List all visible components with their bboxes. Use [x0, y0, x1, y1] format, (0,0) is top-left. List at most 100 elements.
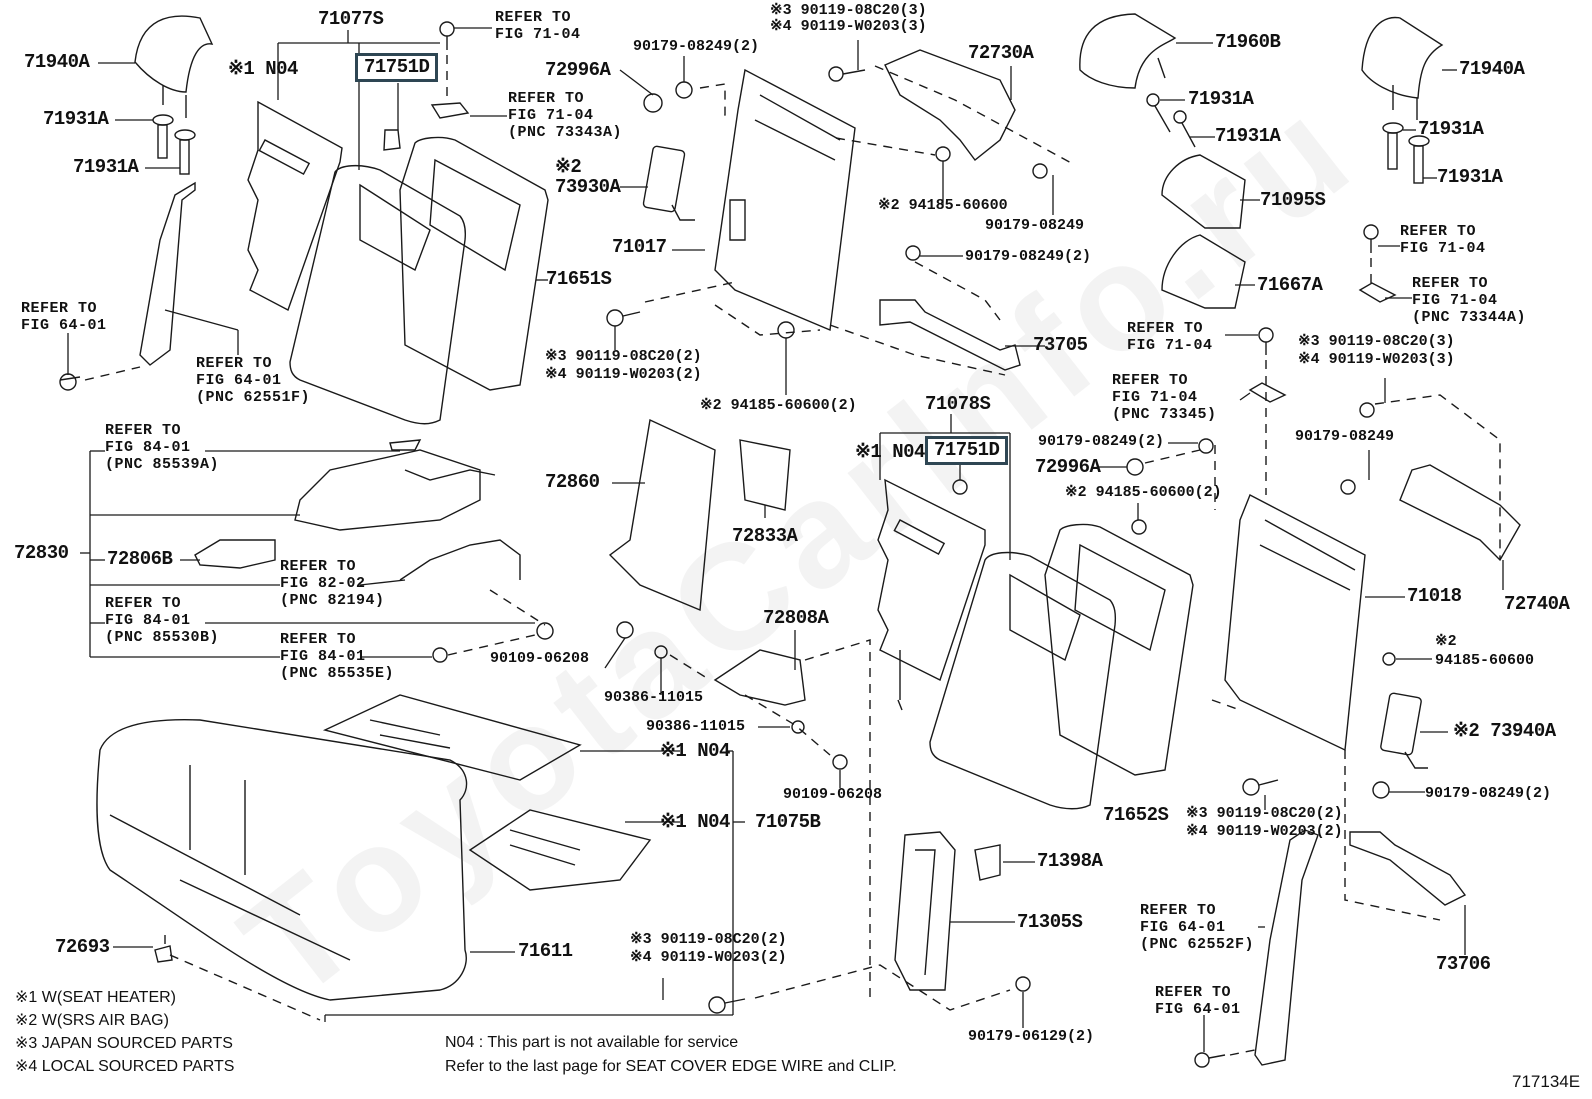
label-n04-c[interactable]: ※1 N04 [660, 740, 730, 762]
refer-fig-71-04-pnc-73343A[interactable]: REFER TO FIG 71-04 (PNC 73343A) [508, 90, 623, 141]
legend-item: ※3 JAPAN SOURCED PARTS [15, 1032, 234, 1055]
guide-71931A-mid [1146, 93, 1196, 148]
label-73940A[interactable]: ※2 73940A [1453, 720, 1556, 742]
label-72808A[interactable]: 72808A [763, 607, 829, 629]
label-71931A-right-1[interactable]: 71931A [1418, 118, 1484, 140]
label-71751D-boxed-a[interactable]: 71751D [355, 53, 439, 82]
refer-fig-71-04-pnc-73345[interactable]: REFER TO FIG 71-04 (PNC 73345) [1112, 372, 1217, 423]
label-nut-90179-08249-f[interactable]: 90179-08249(2) [1425, 785, 1552, 802]
refer-fig-71-04-c[interactable]: REFER TO FIG 71-04 [1400, 223, 1486, 257]
label-71931A-left-1[interactable]: 71931A [43, 108, 109, 130]
label-71652S[interactable]: 71652S [1103, 804, 1169, 826]
label-71931A-mid-2[interactable]: 71931A [1215, 125, 1281, 147]
label-90179-06129[interactable]: 90179-06129(2) [968, 1028, 1095, 1045]
refer-fig-84-01-pnc-85530B[interactable]: REFER TO FIG 84-01 (PNC 85530B) [105, 595, 220, 646]
refer-fig-64-01-pnc-62551F[interactable]: REFER TO FIG 64-01 (PNC 62551F) [196, 355, 311, 406]
seat-cushion-71611 [96, 718, 468, 1001]
seatback-cover-71077S [289, 165, 467, 425]
label-nut-90179-08249-e[interactable]: 90179-08249 [1295, 428, 1395, 445]
fastener-90119-set-a[interactable]: ※3 90119-08C20(3) ※4 90119-W0203(3) [770, 2, 927, 35]
guide-71931A-left [152, 114, 196, 175]
label-94185-60600-d[interactable]: ※2 94185-60600 [1435, 633, 1535, 669]
label-nut-90179-08249-c[interactable]: 90179-08249(2) [965, 248, 1092, 265]
label-73706[interactable]: 73706 [1436, 953, 1491, 975]
hinge-72808A [713, 649, 806, 706]
label-72730A[interactable]: 72730A [968, 42, 1034, 64]
fastener-90119-set-d[interactable]: ※3 90119-08C20(2) ※4 90119-W0203(2) [1186, 805, 1343, 840]
refer-fig-64-01-a[interactable]: REFER TO FIG 64-01 [21, 300, 107, 334]
label-72830[interactable]: 72830 [14, 542, 69, 564]
label-71940A-right[interactable]: 71940A [1459, 58, 1525, 80]
refer-fig-64-01-pnc-62552F[interactable]: REFER TO FIG 64-01 (PNC 62552F) [1140, 902, 1255, 953]
nut-90179-08249-a [675, 81, 693, 99]
label-71651S[interactable]: 71651S [546, 268, 612, 290]
label-71751D-boxed-b[interactable]: 71751D [925, 436, 1009, 465]
headrest-71940A-right [1361, 16, 1444, 120]
fastener-90119-set-c[interactable]: ※3 90119-08C20(3) ※4 90119-W0203(3) [1298, 333, 1455, 368]
label-72693[interactable]: 72693 [55, 936, 110, 958]
clip-71751D-a [383, 129, 401, 151]
label-71398A[interactable]: 71398A [1037, 850, 1103, 872]
seatback-pad-71651S [399, 136, 549, 391]
label-94185-60600-b[interactable]: ※2 94185-60600(2) [700, 397, 857, 414]
legend-text: JAPAN SOURCED PARTS [41, 1035, 233, 1052]
side-garnish-right [1254, 829, 1319, 1066]
leader-lines [67, 27, 1504, 1052]
label-nut-90179-08249-d[interactable]: 90179-08249(2) [1038, 433, 1165, 450]
fastener-90119-set-b[interactable]: ※3 90119-08C20(2) ※4 90119-W0203(2) [545, 348, 702, 383]
label-71305S[interactable]: 71305S [1017, 911, 1083, 933]
label-71017[interactable]: 71017 [612, 236, 667, 258]
trim-72833A [739, 439, 791, 511]
label-71667A[interactable]: 71667A [1257, 274, 1323, 296]
label-90109-06208-a[interactable]: 90109-06208 [490, 650, 590, 667]
side-garnish-left [139, 181, 196, 366]
refer-fig-84-01-pnc-85539A[interactable]: REFER TO FIG 84-01 (PNC 85539A) [105, 422, 220, 473]
label-71940A-left[interactable]: 71940A [24, 51, 90, 73]
label-n04-a[interactable]: ※1 N04 [228, 58, 298, 80]
label-71931A-right-2[interactable]: 71931A [1437, 166, 1503, 188]
label-94185-60600-c[interactable]: ※2 94185-60600(2) [1065, 484, 1222, 501]
label-94185-60600-a[interactable]: ※2 94185-60600 [878, 197, 1008, 214]
label-71077S[interactable]: 71077S [318, 8, 384, 30]
heater-mat-n04-a [247, 100, 343, 311]
label-n04-b[interactable]: ※1 N04 [855, 441, 925, 463]
label-90109-06208-b[interactable]: 90109-06208 [783, 786, 883, 803]
seatback-frame-71018 [1224, 494, 1366, 752]
label-90386-11015-a[interactable]: 90386-11015 [604, 689, 704, 706]
label-nut-90179-08249-b[interactable]: 90179-08249 [985, 217, 1085, 234]
label-90386-11015-b[interactable]: 90386-11015 [646, 718, 746, 735]
label-72833A[interactable]: 72833A [732, 525, 798, 547]
label-71931A-mid-1[interactable]: 71931A [1188, 88, 1254, 110]
refer-fig-84-01-pnc-85535E[interactable]: REFER TO FIG 84-01 (PNC 85535E) [280, 631, 395, 682]
label-72996A-a[interactable]: 72996A [545, 59, 611, 81]
label-71018[interactable]: 71018 [1407, 585, 1462, 607]
label-72806B[interactable]: 72806B [107, 548, 173, 570]
label-72996A-b[interactable]: 72996A [1035, 456, 1101, 478]
label-71078S[interactable]: 71078S [925, 393, 991, 415]
label-71960B[interactable]: 71960B [1215, 31, 1281, 53]
refer-fig-71-04-pnc-73344A[interactable]: REFER TO FIG 71-04 (PNC 73344A) [1412, 275, 1527, 326]
seatback-frame-71017 [714, 68, 856, 332]
label-73930A[interactable]: ※2 73930A [555, 156, 621, 198]
label-72860[interactable]: 72860 [545, 471, 600, 493]
refer-fig-64-01-d[interactable]: REFER TO FIG 64-01 [1155, 984, 1241, 1018]
legend-mark: ※3 [15, 1035, 38, 1052]
label-71611[interactable]: 71611 [518, 940, 573, 962]
seatback-pad-71652S [1044, 523, 1194, 776]
heater-mat-n04-c [322, 694, 582, 781]
refer-fig-71-04-e[interactable]: REFER TO FIG 71-04 [1127, 320, 1213, 354]
label-72740A[interactable]: 72740A [1504, 593, 1570, 615]
seatback-cover-71078S [929, 551, 1117, 810]
headrest-71960B [1079, 13, 1177, 89]
refer-fig-71-04-a[interactable]: REFER TO FIG 71-04 [495, 9, 581, 43]
label-71095S[interactable]: 71095S [1260, 189, 1326, 211]
label-71075B[interactable]: 71075B [755, 811, 821, 833]
nut-94185-60600-d [1382, 652, 1396, 666]
label-73705[interactable]: 73705 [1033, 334, 1088, 356]
label-n04-d[interactable]: ※1 N04 [660, 811, 730, 833]
refer-fig-82-02-pnc-82194[interactable]: REFER TO FIG 82-02 (PNC 82194) [280, 558, 385, 609]
label-71931A-left-2[interactable]: 71931A [73, 156, 139, 178]
label-nut-90179-08249-a[interactable]: 90179-08249(2) [633, 38, 760, 55]
fastener-90119-set-e[interactable]: ※3 90119-08C20(2) ※4 90119-W0203(2) [630, 931, 787, 966]
hinge-73706 [1349, 831, 1467, 906]
